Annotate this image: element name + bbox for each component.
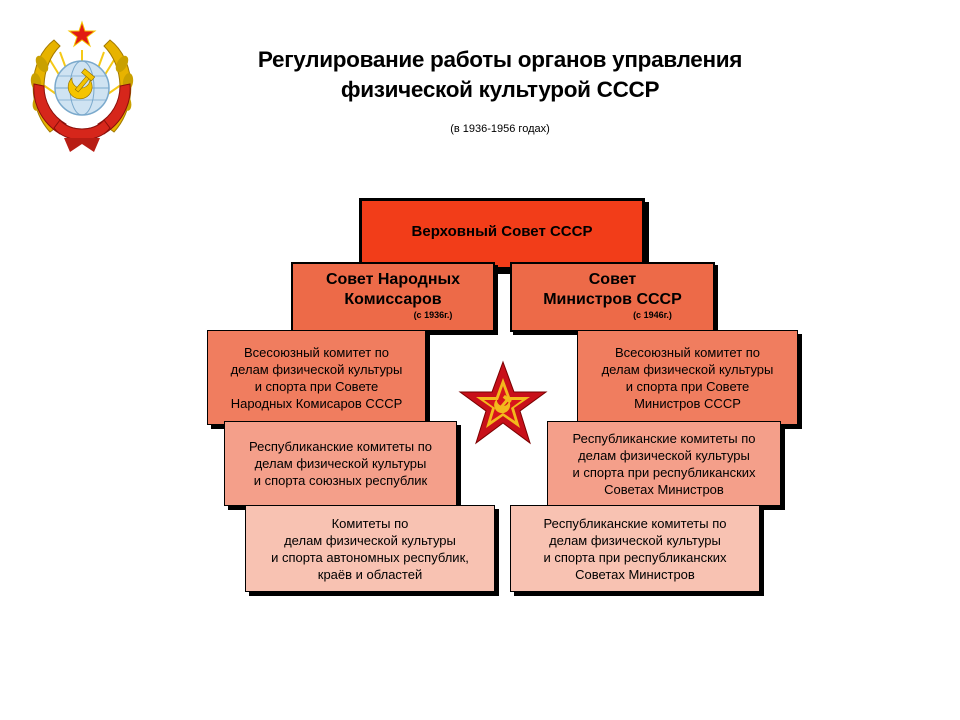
all-union-committee-sovnarkom-box: Всесоюзный комитет по делам физической к… (207, 330, 426, 425)
all-union-committee-sovnarkom-label: Всесоюзный комитет по делам физической к… (230, 344, 403, 411)
title-line-1: Регулирование работы органов управления (257, 47, 743, 72)
republican-committees-union-box: Республиканские комитеты по делам физиче… (224, 421, 457, 506)
supreme-soviet-box: Верховный Совет СССР (359, 198, 645, 270)
sovmin-date-note: (с 1946г.) (633, 310, 672, 320)
republican-committees-councils-box: Республиканские комитеты по делам физиче… (547, 421, 781, 506)
all-union-committee-sovmin-label: Всесоюзный комитет по делам физической к… (601, 344, 774, 411)
ussr-coat-of-arms-icon (30, 20, 134, 152)
all-union-committee-sovmin-box: Всесоюзный комитет по делам физической к… (577, 330, 798, 425)
autonomous-committees-box: Комитеты по делам физической культуры и … (245, 505, 495, 592)
red-star-hammer-sickle-icon (458, 360, 548, 445)
page-title: Регулирование работы органов управления … (160, 45, 840, 105)
sovnarkom-date-note: (с 1936г.) (413, 310, 453, 320)
supreme-soviet-label: Верховный Совет СССР (411, 222, 593, 240)
republican-committees-councils-label: Республиканские комитеты по делам физиче… (572, 430, 756, 497)
sovmin-box: Совет Министров СССР (с 1946г.) (510, 262, 715, 332)
republican-committees-councils-lower-label: Республиканские комитеты по делам физиче… (543, 515, 727, 582)
autonomous-committees-label: Комитеты по делам физической культуры и … (271, 515, 469, 582)
sovnarkom-label: Совет Народных Комиссаров (325, 271, 461, 308)
period-subtitle: (в 1936-1956 годах) (450, 123, 550, 135)
republican-committees-union-label: Республиканские комитеты по делам физиче… (249, 439, 432, 488)
sovnarkom-box: Совет Народных Комиссаров (с 1936г.) (291, 262, 495, 332)
sovmin-label: Совет Министров СССР (543, 271, 682, 308)
republican-committees-councils-lower-box: Республиканские комитеты по делам физиче… (510, 505, 760, 592)
title-line-2: физической культурой СССР (340, 77, 660, 102)
